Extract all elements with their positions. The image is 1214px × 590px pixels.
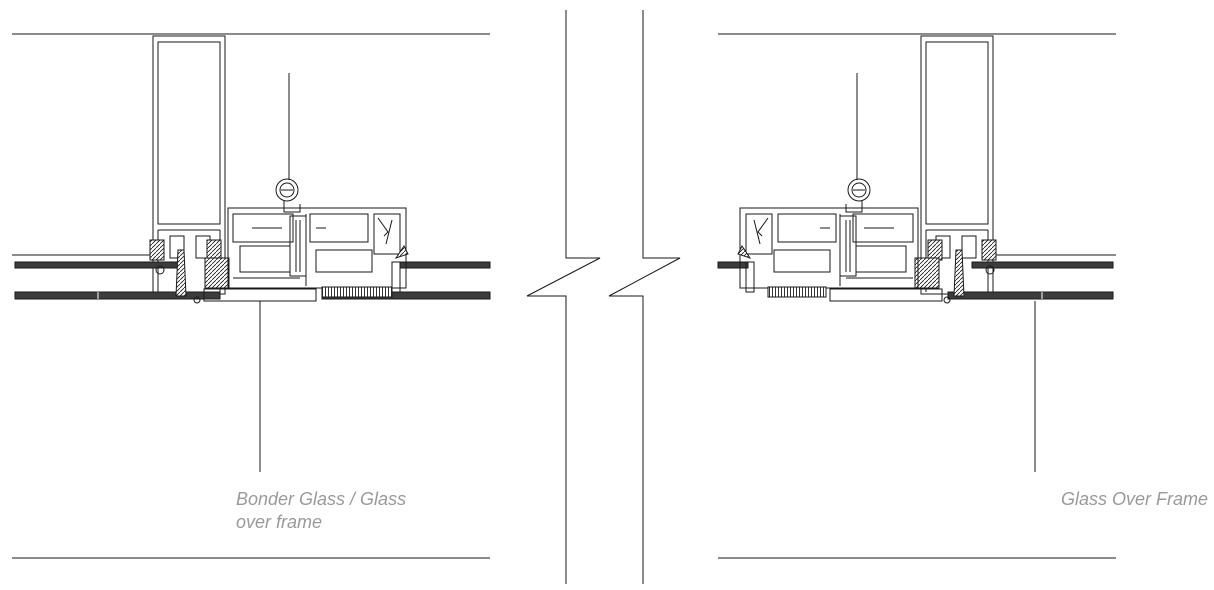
foam-wedge [175,249,187,297]
weather-seal [204,257,230,289]
sash-frame [739,207,919,289]
right-detail [717,33,1116,559]
gasket [927,239,943,261]
sash-frame [227,207,407,289]
glass-pane-left [717,261,749,269]
callout-label-left-line2: over frame [236,512,323,532]
gasket [206,239,222,261]
bottom-rail [203,288,317,302]
gasket [149,239,165,261]
hinge-fixing [275,178,301,213]
foam-wedge [953,249,965,297]
gasket [981,239,997,261]
callout-label-right: Glass Over Frame [1061,488,1208,511]
glass-pane-upper [971,261,1114,269]
bottom-rail [829,288,943,302]
glass-pane-lower [14,291,221,300]
break-line-right [608,10,681,584]
weather-seal [914,257,940,289]
glass-pane-lower [947,291,1114,300]
glass-pane-upper [14,261,181,269]
break-lines [526,10,681,584]
hinge-fixing [845,178,871,213]
callout-label-right-line1: Glass Over Frame [1060,489,1208,509]
brush-seal [321,286,393,298]
brush-seal [767,286,827,298]
callout-label-left-line1: Bonder Glass / Glass [236,489,407,509]
left-detail [12,33,491,559]
callout-label-left: Bonder Glass / Glass over frame [236,488,406,534]
break-line-left [526,10,601,584]
